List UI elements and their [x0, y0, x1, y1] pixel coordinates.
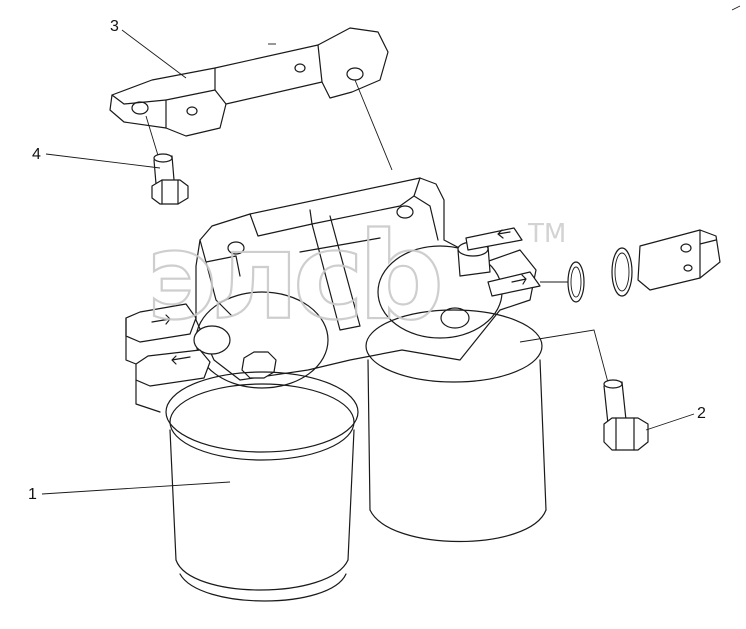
filter-head — [125, 177, 541, 413]
seal-ring-1 — [567, 261, 585, 303]
filter-canister-left — [165, 371, 359, 602]
callout-3-label: 3 — [110, 18, 119, 35]
callout-4-label: 4 — [32, 146, 41, 163]
alignment-line — [354, 79, 393, 171]
watermark-text: элсb — [146, 208, 439, 347]
seal-ring-2 — [611, 247, 633, 297]
watermark: элсb TM — [145, 207, 566, 348]
bolt-large — [603, 379, 649, 451]
corner-mark — [731, 5, 741, 11]
watermark-trademark: TM — [527, 219, 566, 249]
callout-2: 2 — [645, 405, 706, 431]
callout-4: 4 — [32, 146, 161, 169]
callout-1: 1 — [28, 481, 231, 503]
alignment-line — [519, 329, 611, 391]
callout-2-label: 2 — [697, 405, 706, 422]
callout-3: 3 — [110, 18, 187, 79]
bolt-small — [151, 153, 189, 205]
callout-1-label: 1 — [28, 486, 37, 503]
mounting-bracket — [109, 27, 389, 137]
filter-canister-right — [365, 309, 547, 543]
banjo-fitting — [637, 229, 721, 291]
